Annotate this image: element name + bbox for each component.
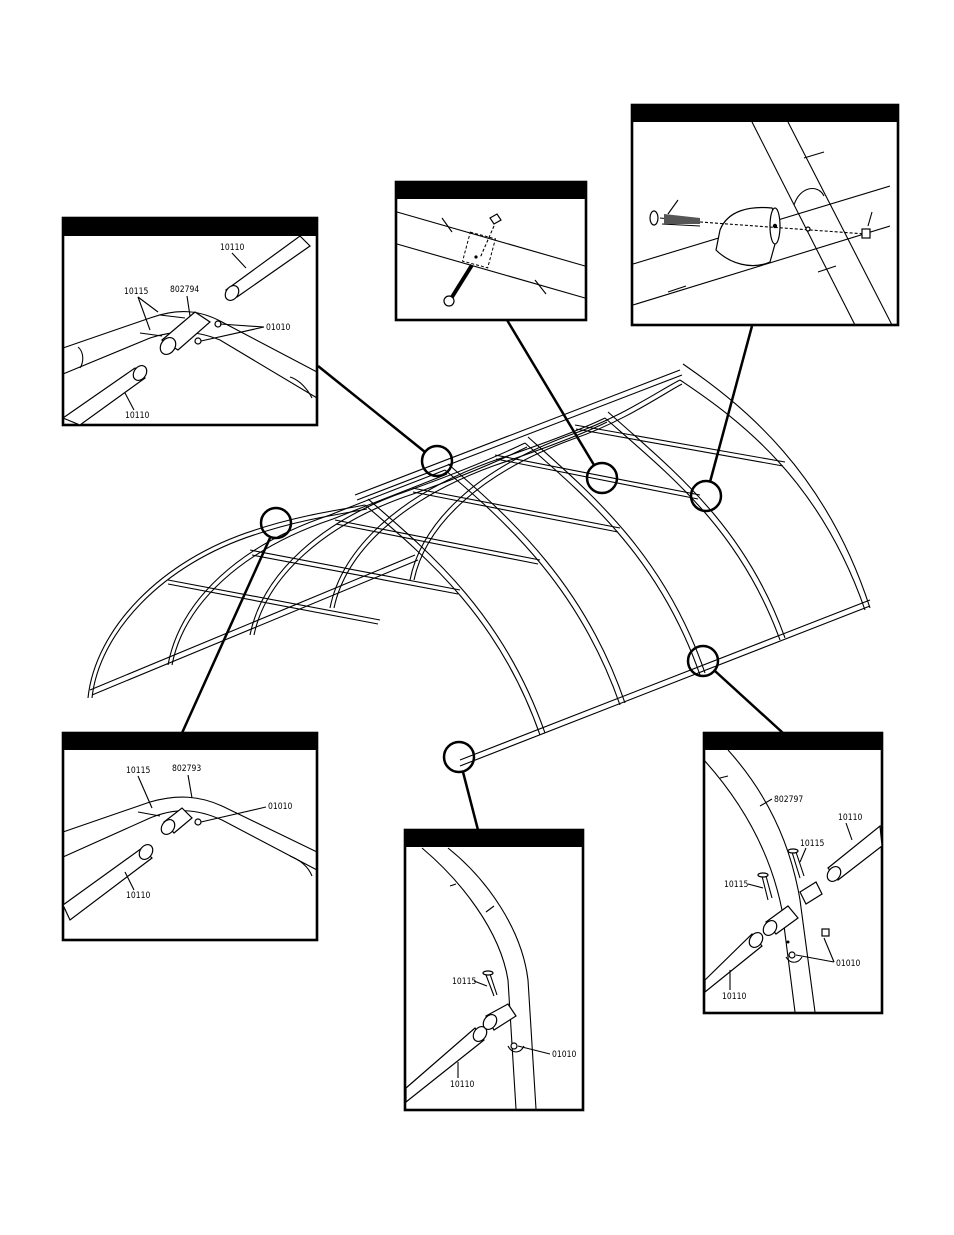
- detail-bottom-right-label-c: 10115: [800, 839, 824, 849]
- detail-bottom-right-label-e: 01010: [836, 959, 860, 969]
- detail-top-right: [632, 105, 898, 325]
- callout-circle-2: [422, 446, 452, 476]
- detail-bottom-center-label-c: 10110: [450, 1080, 474, 1090]
- detail-mid-left-label-b: 802793: [172, 764, 201, 774]
- detail-bottom-right-label-d: 10115: [724, 880, 748, 890]
- detail-mid-left-label-c: 01010: [268, 802, 292, 812]
- detail-bottom-right-label-f: 10110: [722, 992, 746, 1002]
- detail-bottom-center-label-a: 10115: [452, 977, 476, 987]
- callout-circles: [261, 446, 721, 772]
- detail-mid-left-label-a: 10115: [126, 766, 150, 776]
- callout-circle-4: [691, 481, 721, 511]
- detail-bottom-center-label-b: 01010: [552, 1050, 576, 1060]
- detail-top-left-label-a: 10110: [220, 243, 244, 253]
- detail-bottom-right-label-b: 10110: [838, 813, 862, 823]
- detail-bottom-center: 10115 01010 10110: [405, 830, 583, 1110]
- detail-top-center: [396, 182, 586, 320]
- detail-bottom-right: 802797 10110 10115 10115 01010 10110: [704, 733, 882, 1013]
- detail-top-left: 10110 10115 802794 01010 10110: [63, 218, 317, 425]
- detail-mid-left-label-d: 10110: [126, 891, 150, 901]
- callout-circle-6: [444, 742, 474, 772]
- detail-bottom-right-label-a: 802797: [774, 795, 803, 805]
- detail-mid-left: 10115 802793 01010 10110: [63, 733, 317, 940]
- detail-top-left-label-b: 10115: [124, 287, 148, 297]
- detail-top-left-label-e: 10110: [125, 411, 149, 421]
- detail-top-left-label-d: 01010: [266, 323, 290, 333]
- detail-top-left-label-c: 802794: [170, 285, 199, 295]
- callout-circle-1: [261, 508, 291, 538]
